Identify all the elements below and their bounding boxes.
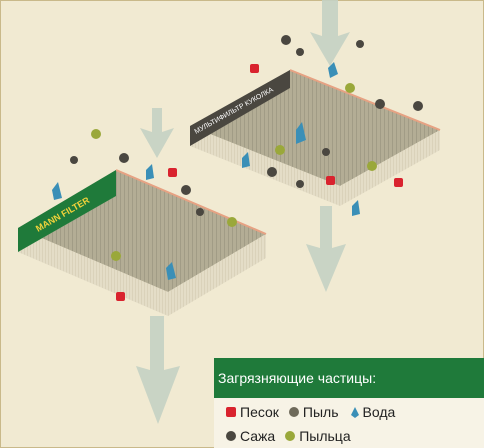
pollen-particle: [367, 161, 377, 171]
legend-label-sand: Песок: [240, 404, 279, 420]
soot-particle: [119, 153, 129, 163]
arrow-out-right: [306, 206, 346, 292]
legend-label-dust: Пыль: [302, 404, 339, 420]
sand-particle: [326, 176, 335, 185]
pollen-particle: [227, 217, 237, 227]
soot-particles: [70, 35, 423, 216]
soot-particle: [196, 208, 204, 216]
generic-filter-label-plate: [190, 70, 290, 146]
sand-particle: [250, 64, 259, 73]
water-particle: [146, 164, 154, 180]
sand-particles: [116, 64, 403, 301]
legend-item-dust: Пыль: [287, 404, 339, 420]
legend-title: Загрязняющие частицы:: [214, 358, 484, 398]
soot-particle: [70, 156, 78, 164]
soot-particle: [267, 167, 277, 177]
pollen-icon: [285, 431, 296, 441]
pollen-particle: [91, 129, 101, 139]
water-particles: [52, 62, 360, 280]
mann-filter-front-side: [168, 234, 266, 316]
legend-item-pollen: Пыльца: [283, 428, 351, 444]
water-particle: [296, 122, 306, 144]
arrow-in-right: [310, 0, 350, 66]
legend-label-soot: Сажа: [240, 428, 276, 444]
soot-particle: [296, 180, 304, 188]
legend-item-soot: Сажа: [224, 428, 275, 444]
arrow-out-left: [136, 316, 180, 424]
cube-icon: [226, 407, 236, 417]
dust-particle-icon: [288, 407, 299, 417]
pollen-particle: [345, 83, 355, 93]
water-particle: [328, 62, 338, 78]
legend-panel: Загрязняющие частицы: Песок Пыль Вода Са…: [214, 358, 484, 448]
water-crystal-icon: [350, 407, 359, 418]
legend-row-1: Песок Пыль Вода: [224, 404, 403, 420]
legend-item-water: Вода: [347, 404, 396, 420]
sand-particle: [394, 178, 403, 187]
legend-item-sand: Песок: [224, 404, 279, 420]
pollen-particles: [91, 83, 377, 261]
soot-particle: [375, 99, 385, 109]
soot-particle: [281, 35, 291, 45]
soot-particle: [356, 40, 364, 48]
mann-filter-left-side: [18, 228, 168, 316]
generic-filter-front-side: [340, 130, 440, 206]
sand-particle: [168, 168, 177, 177]
legend-label-water: Вода: [362, 404, 396, 420]
legend-label-pollen: Пыльца: [299, 428, 351, 444]
pollen-particle: [111, 251, 121, 261]
mann-filter: MANN FILTER: [18, 169, 267, 316]
pollen-particle: [275, 145, 285, 155]
mann-filter-label-plate: [18, 170, 116, 252]
soot-particle: [181, 185, 191, 195]
water-particle: [242, 152, 250, 168]
legend-row-2: Сажа Пыльца: [224, 428, 359, 444]
soot-particle: [413, 101, 423, 111]
water-particle: [352, 200, 360, 216]
flow-arrows: [136, 0, 350, 424]
soot-particle-icon: [226, 431, 236, 441]
water-particle: [166, 262, 176, 280]
mann-filter-edge: [115, 169, 267, 235]
arrow-in-left: [140, 108, 174, 158]
water-particle: [52, 182, 62, 200]
sand-particle: [116, 292, 125, 301]
generic-filter-edge: [289, 69, 441, 131]
soot-particle: [296, 48, 304, 56]
soot-particle: [322, 148, 330, 156]
